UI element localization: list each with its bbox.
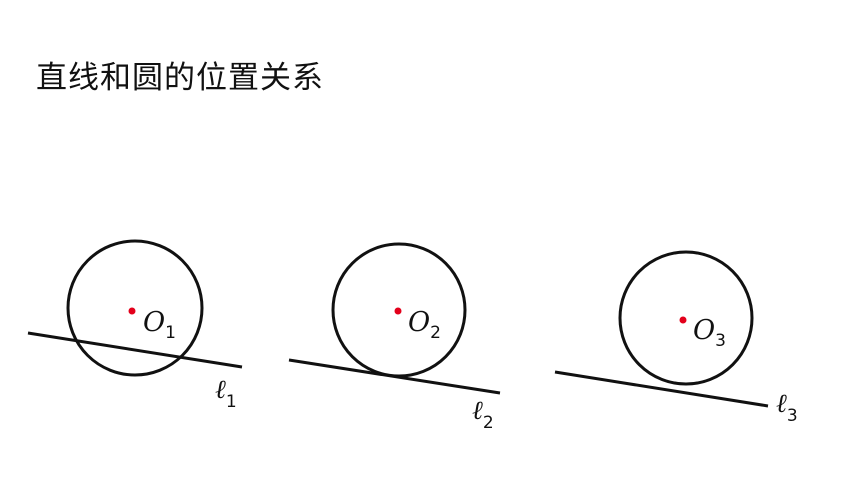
line-label-l1: ℓ1 <box>215 375 237 412</box>
circle-o1 <box>66 239 204 377</box>
line-l1 <box>27 331 243 369</box>
line-label-l2: ℓ2 <box>472 396 494 433</box>
figure-2: O2 ℓ2 <box>288 242 501 433</box>
center-point-o1 <box>128 307 136 315</box>
line-label-l3: ℓ3 <box>776 389 798 426</box>
page-title: 直线和圆的位置关系 <box>36 60 324 96</box>
circle-o3 <box>618 250 754 386</box>
center-label-o2: O2 <box>408 307 441 343</box>
figure-3: O3 ℓ3 <box>554 250 798 426</box>
center-point-o2 <box>394 307 402 315</box>
center-label-o1: O1 <box>143 307 176 343</box>
center-label-o3: O3 <box>693 315 726 351</box>
center-point-o3 <box>679 316 687 324</box>
figure-1: O1 ℓ1 <box>27 239 243 412</box>
line-l3 <box>554 370 769 408</box>
line-l2 <box>288 358 501 395</box>
